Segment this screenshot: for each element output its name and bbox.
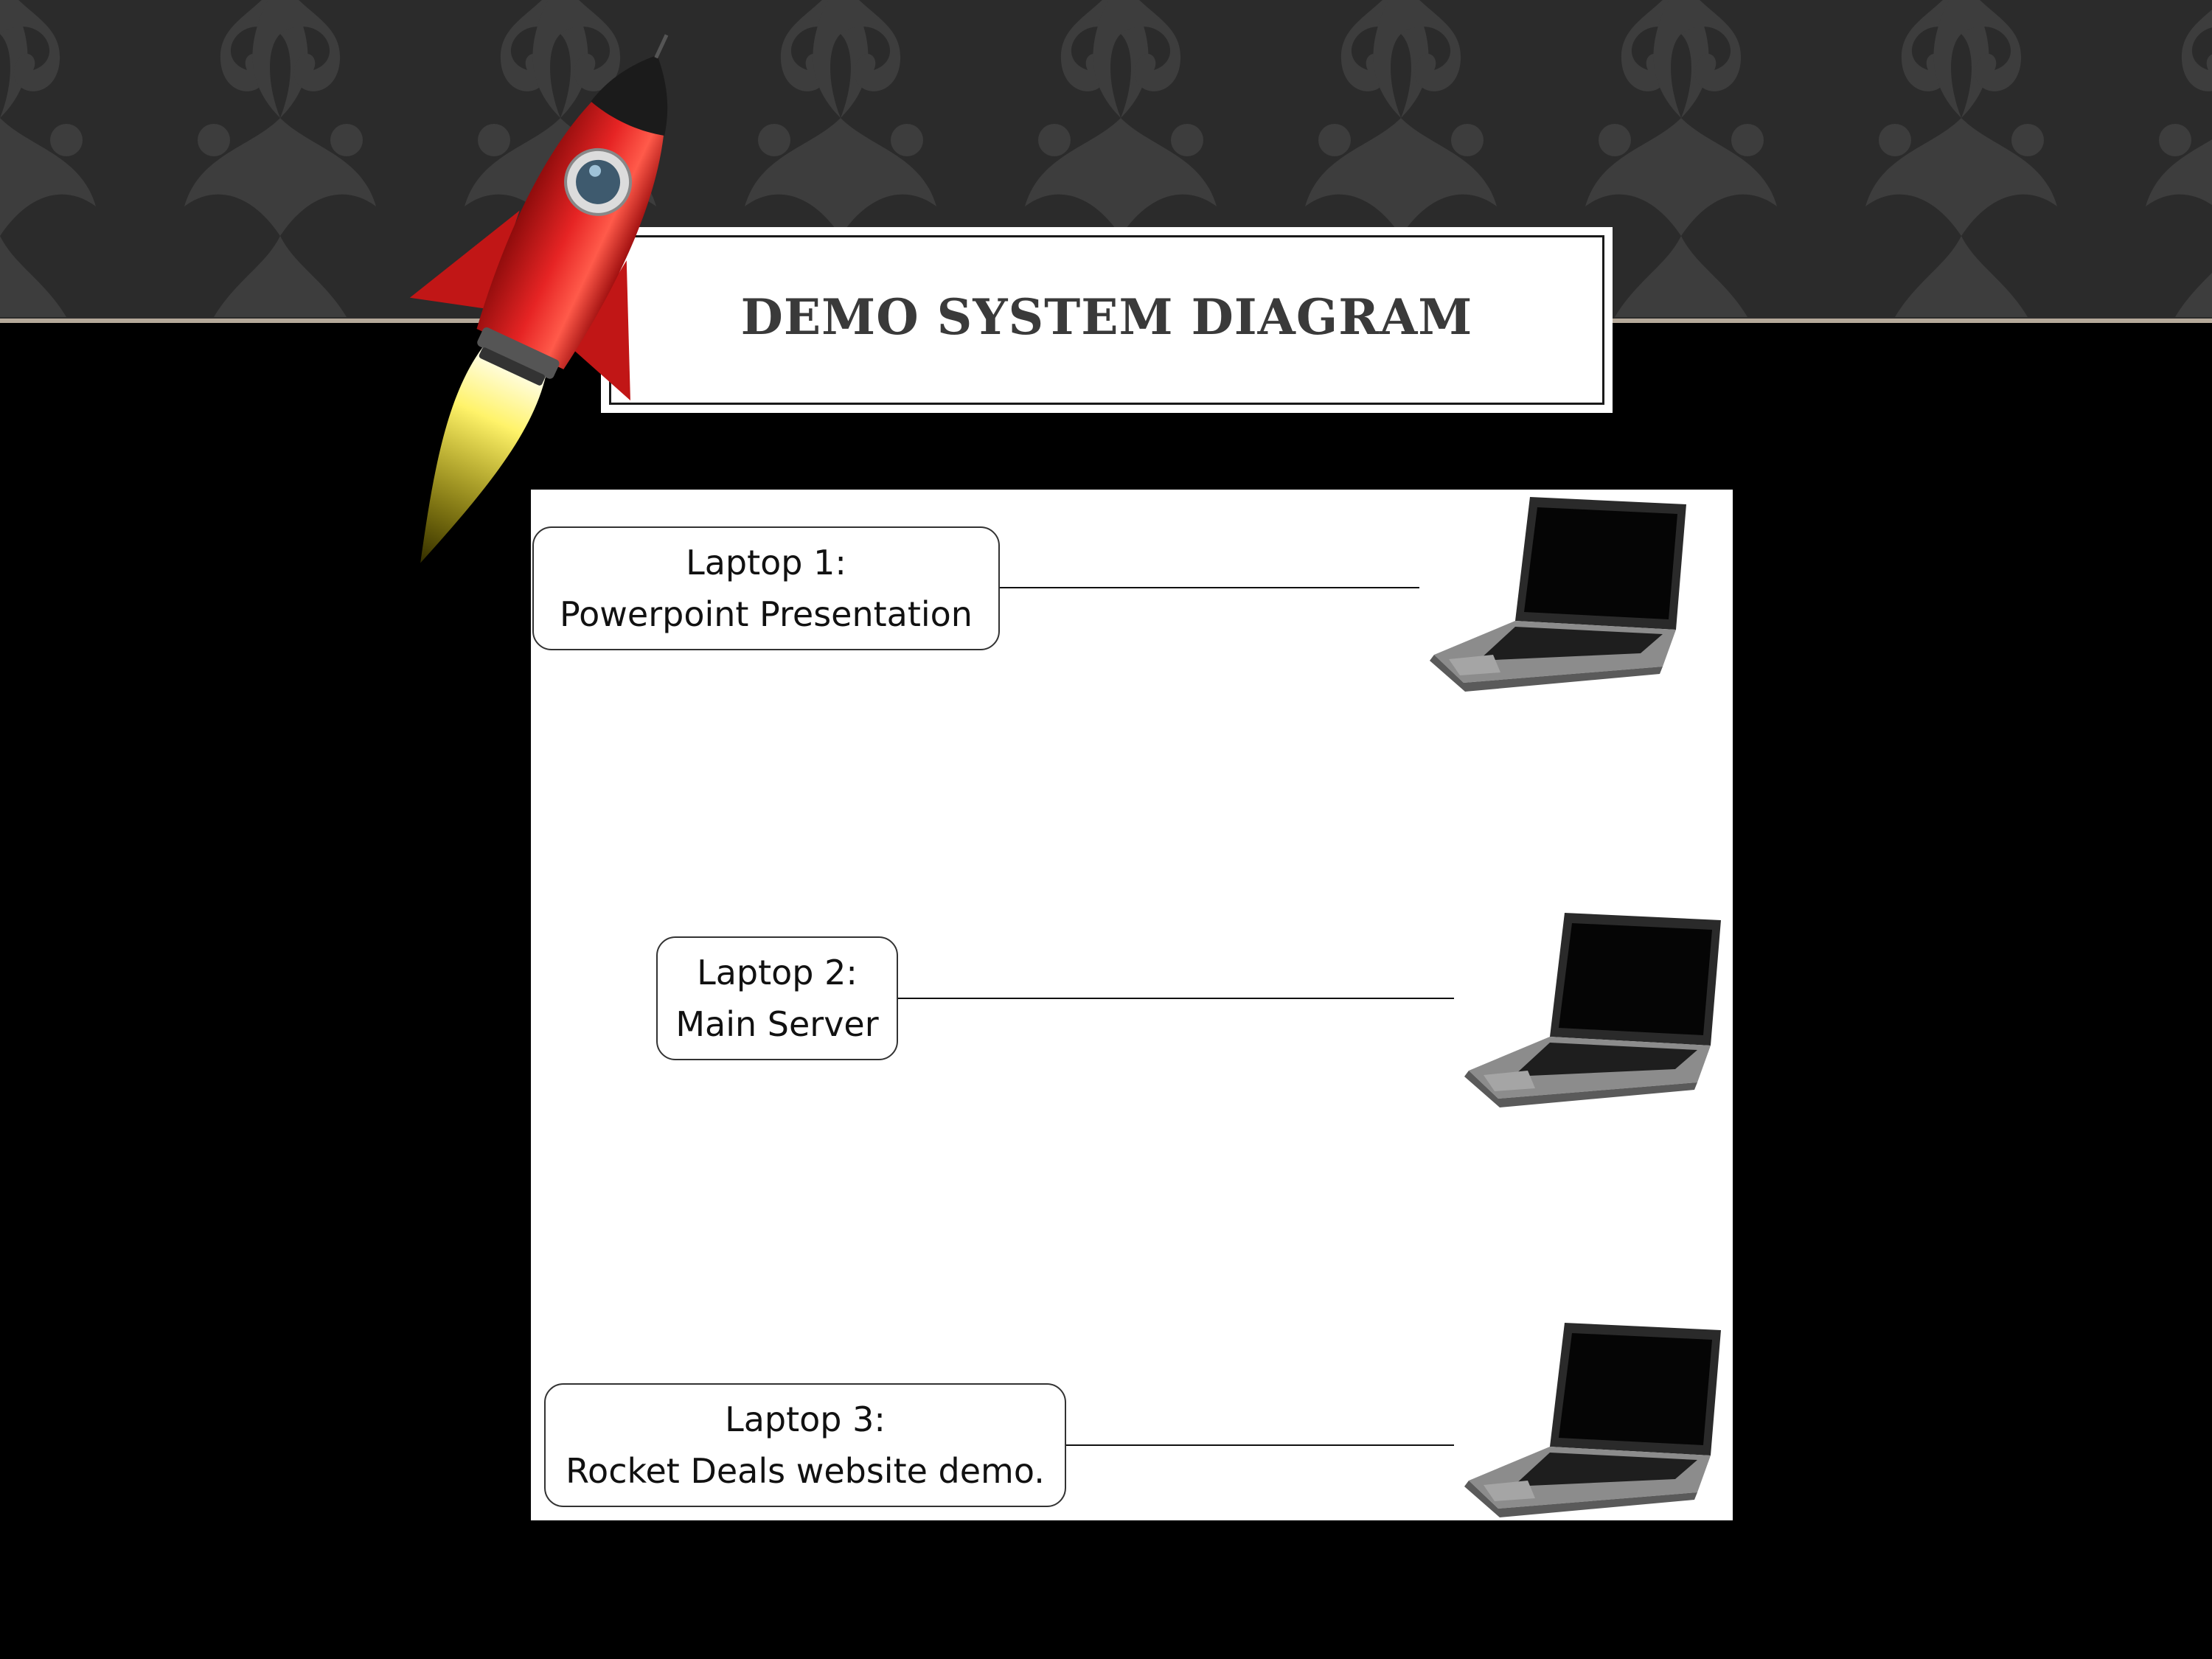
- system-diagram: Laptop 1: Powerpoint Presentation Laptop…: [531, 490, 1733, 1520]
- laptop-icon: [1430, 497, 1686, 692]
- laptop-icon: [1464, 1323, 1721, 1517]
- laptop-1-name: Laptop 1:: [686, 543, 846, 582]
- rocket-icon: [383, 7, 700, 590]
- title-box: Demo System Diagram: [601, 227, 1613, 413]
- laptop-icon: [1464, 913, 1721, 1107]
- slide-title: Demo System Diagram: [740, 288, 1473, 346]
- connector-lines: [897, 587, 1454, 1446]
- laptop-2-role: Main Server: [675, 1004, 879, 1044]
- laptop-2-name: Laptop 2:: [697, 953, 858, 992]
- laptop-2-label: Laptop 2: Main Server: [656, 936, 898, 1060]
- laptop-1-role: Powerpoint Presentation: [560, 594, 973, 634]
- laptop-3-role: Rocket Deals website demo.: [566, 1451, 1045, 1491]
- laptop-3-name: Laptop 3:: [725, 1399, 886, 1439]
- laptop-3-label: Laptop 3: Rocket Deals website demo.: [544, 1383, 1066, 1507]
- laptop-1-label: Laptop 1: Powerpoint Presentation: [532, 526, 1000, 650]
